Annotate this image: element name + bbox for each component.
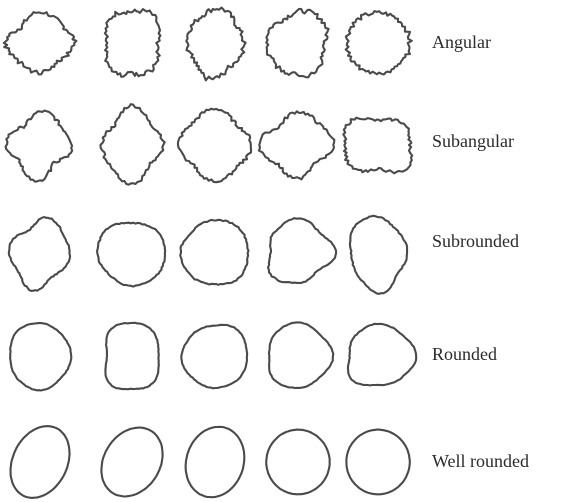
grain-subangular-4 (259, 111, 334, 179)
row-label-rounded: Rounded (432, 345, 497, 363)
grain-angular-2 (105, 9, 160, 77)
row-label-subrounded: Subrounded (432, 232, 519, 250)
grain-well-rounded-5 (346, 430, 409, 495)
grain-subangular-1 (6, 111, 73, 182)
grain-well-rounded-4 (266, 430, 330, 495)
grain-subangular-5 (343, 118, 412, 174)
grain-well-rounded-1 (11, 426, 70, 498)
grain-subangular-2 (101, 104, 165, 185)
grain-subangular-3 (178, 109, 251, 183)
grain-rounded-3 (181, 325, 247, 389)
grain-well-rounded-3 (186, 427, 245, 497)
grain-subrounded-5 (350, 216, 407, 294)
grain-angular-3 (186, 8, 245, 81)
grain-angular-4 (266, 9, 328, 77)
grain-subrounded-2 (97, 223, 165, 287)
grain-angular-1 (4, 12, 77, 74)
grain-subrounded-1 (9, 217, 70, 291)
row-label-well-rounded: Well rounded (432, 452, 529, 470)
grain-rounded-1 (10, 323, 71, 390)
grain-angular-5 (346, 11, 412, 74)
grain-rounded-5 (348, 324, 416, 386)
grain-rounded-2 (105, 323, 158, 389)
row-label-angular: Angular (432, 33, 491, 51)
grain-rounded-4 (269, 322, 333, 388)
row-label-subangular: Subangular (432, 132, 514, 150)
grain-well-rounded-2 (101, 428, 162, 497)
grain-subrounded-3 (180, 220, 248, 285)
grain-subrounded-4 (268, 218, 336, 283)
